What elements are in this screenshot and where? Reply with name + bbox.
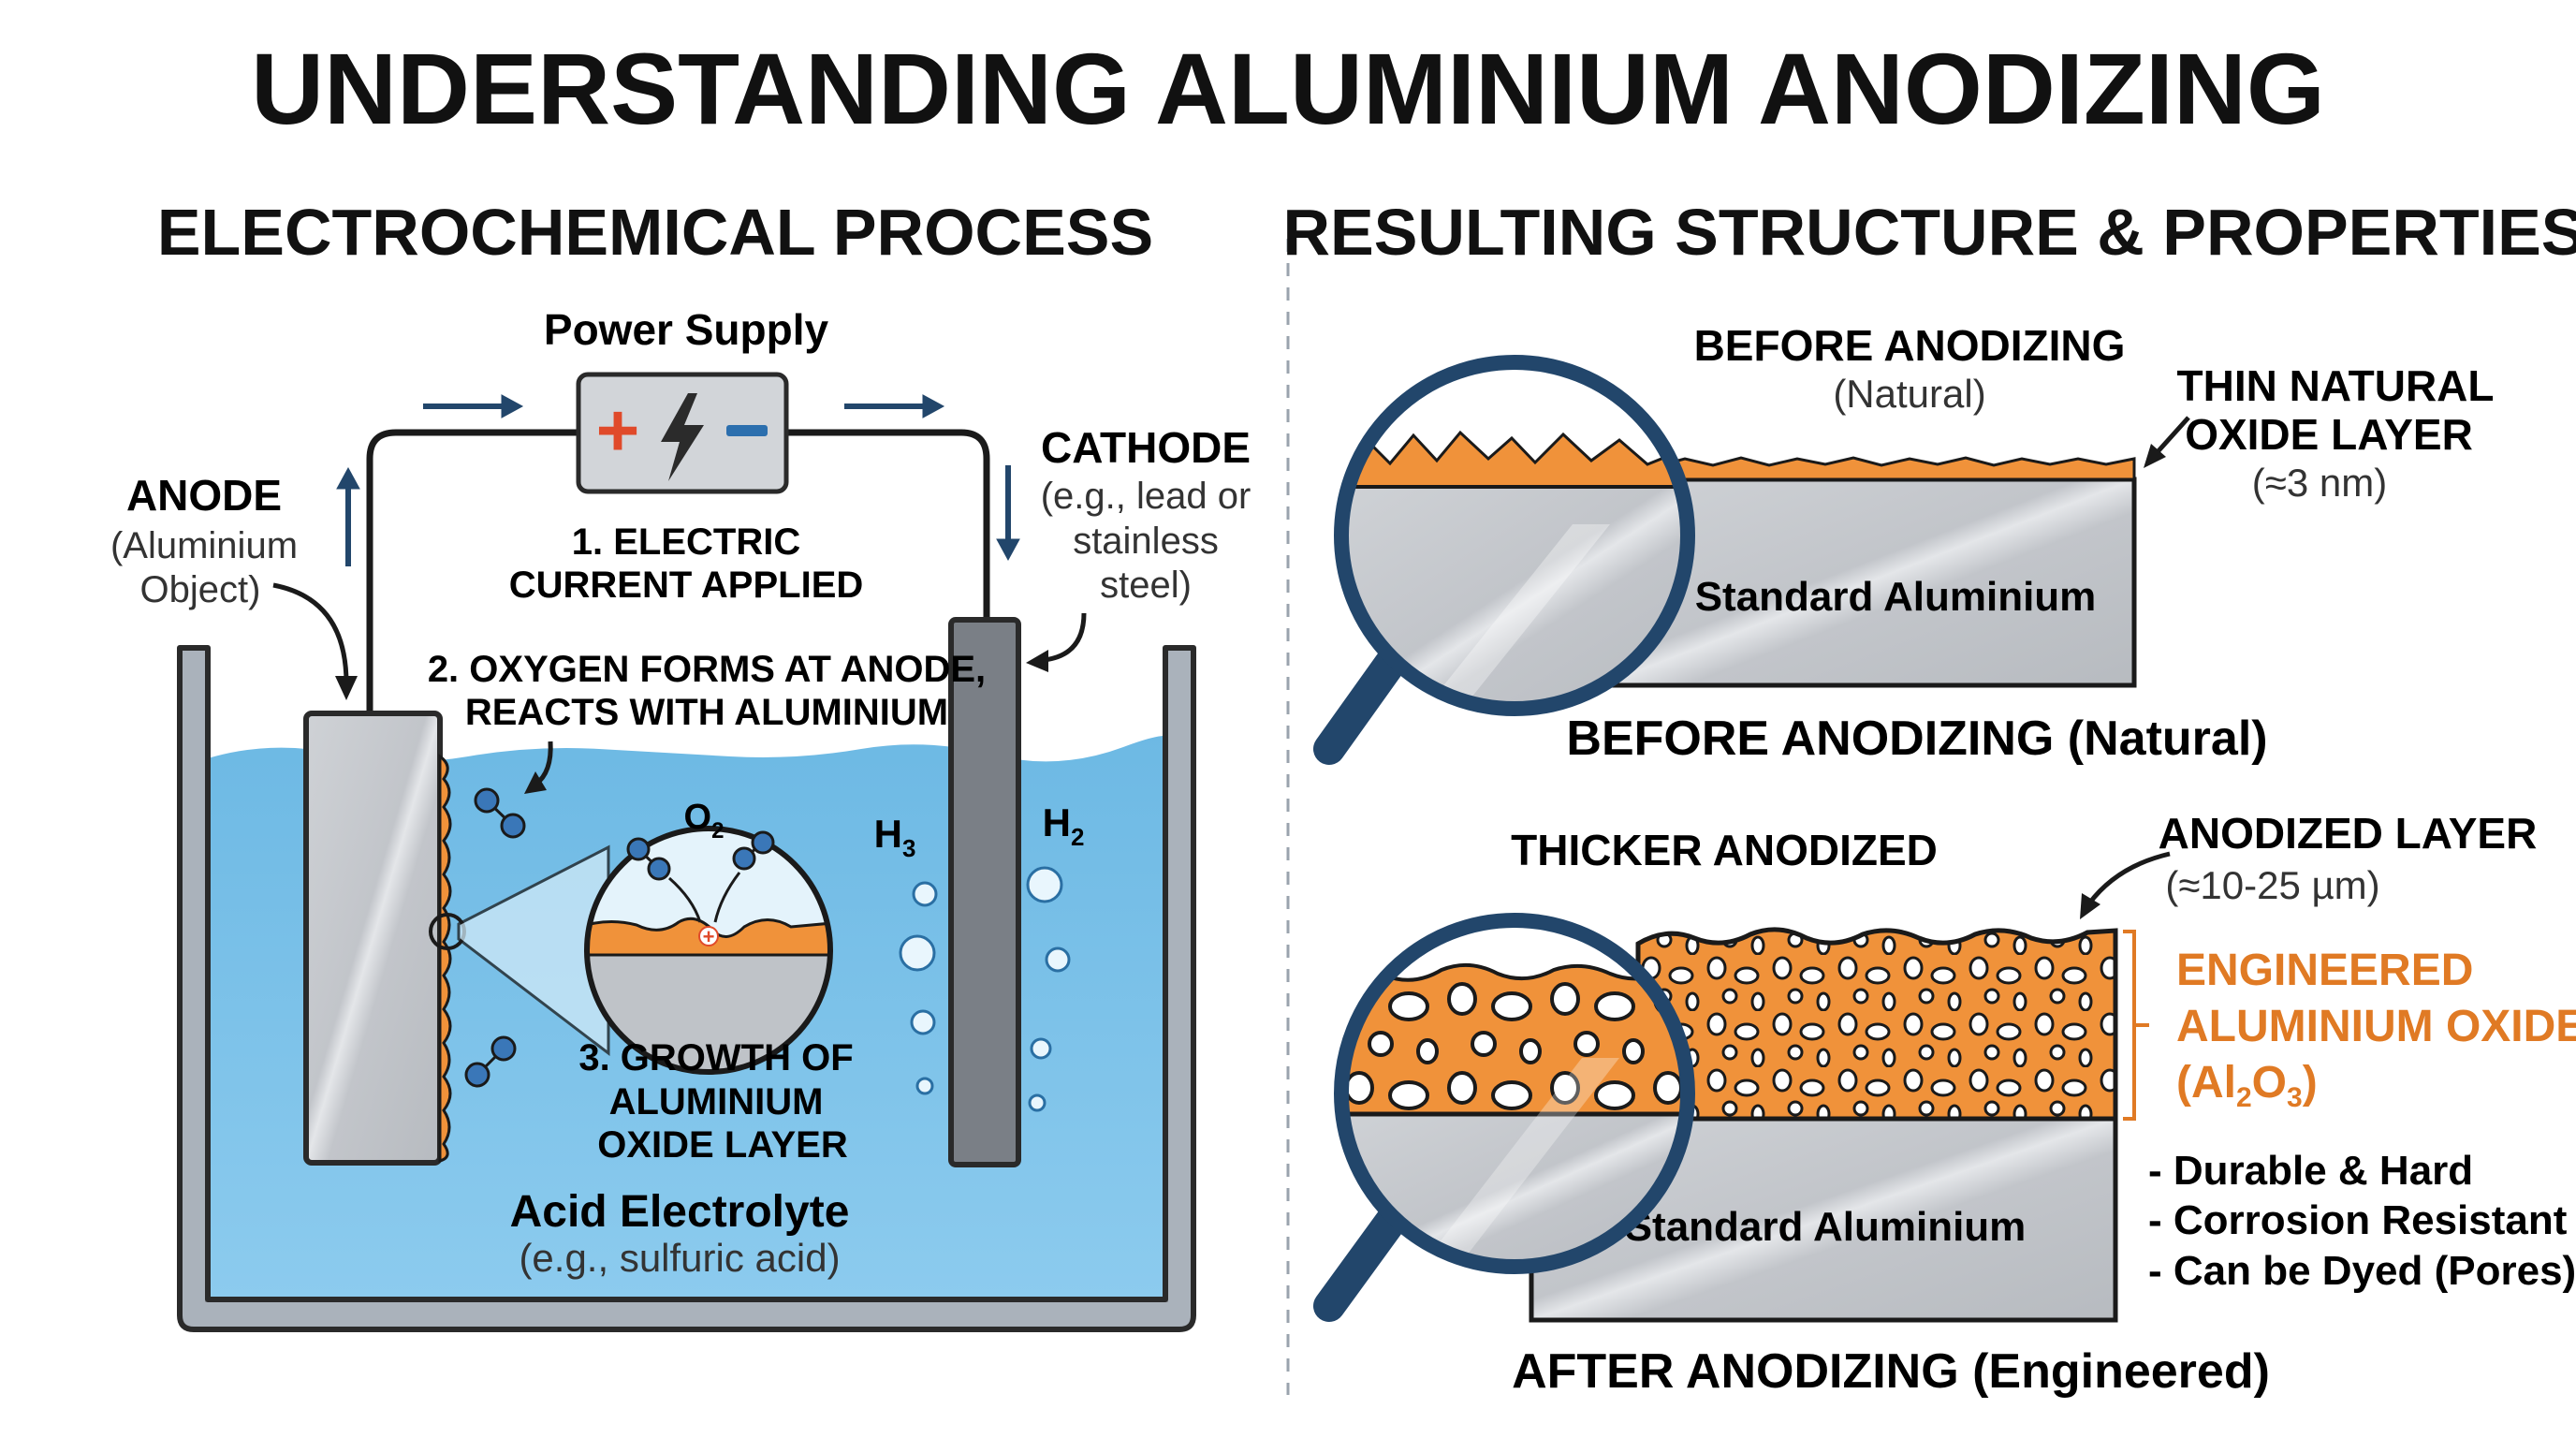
cathode-pointer-arrowhead <box>1026 650 1048 672</box>
cathode-label: CATHODE <box>1041 423 1251 472</box>
step1-text-line1: 1. ELECTRIC <box>572 521 800 563</box>
anode-pointer-arrow <box>272 582 349 684</box>
before-subtitle: (Natural) <box>1833 372 1985 416</box>
property-item: - Durable & Hard <box>2148 1148 2473 1194</box>
anodized-layer-label: ANODIZED LAYER <box>2159 809 2538 858</box>
zoom-cone <box>457 844 610 1057</box>
step2-pointer-arrowhead <box>524 771 547 794</box>
cathode-sub3: steel) <box>1100 565 1192 606</box>
after-caption: AFTER ANODIZING (Engineered) <box>1512 1344 2270 1399</box>
anode-sub2: Object) <box>140 569 261 610</box>
anode-label: ANODE <box>126 471 282 520</box>
circuit-wire <box>366 429 990 712</box>
cathode-pointer-arrow <box>1043 612 1087 663</box>
after-metal-label: Standard Aluminium <box>1625 1204 2027 1250</box>
minus-terminal-icon <box>726 425 768 436</box>
thin-oxide-pointer-arrowhead <box>2144 444 2166 468</box>
property-item: - Corrosion Resistant <box>2148 1197 2568 1243</box>
engineered-formula: (Al2O3) <box>2176 1058 2318 1113</box>
anode-pointer-arrowhead <box>335 676 358 700</box>
h3-label: H3 <box>874 812 916 862</box>
plus-terminal-icon: + <box>596 389 640 472</box>
step3-text-line3: OXIDE LAYER <box>597 1124 848 1166</box>
anodized-layer-size: (≈10-25 µm) <box>2165 863 2379 907</box>
left-heading: ELECTROCHEMICAL PROCESS <box>157 196 1153 269</box>
engineered-label2: ALUMINIUM OXIDE <box>2176 1002 2576 1051</box>
step1-text-line2: CURRENT APPLIED <box>509 565 864 606</box>
before-title: BEFORE ANODIZING <box>1694 321 2126 370</box>
anode-plate <box>303 711 443 1166</box>
reaction-arrow <box>713 872 741 923</box>
cathode-sub1: (e.g., lead or <box>1041 476 1251 517</box>
tank-inner-line <box>205 648 1168 1302</box>
after-title: THICKER ANODIZED <box>1511 826 1938 874</box>
current-arrow-icon <box>336 394 1020 566</box>
h2-label: H2 <box>1043 800 1085 851</box>
power-supply-label: Power Supply <box>544 305 829 354</box>
thin-oxide-size: (≈3 nm) <box>2252 461 2387 505</box>
electrolyte-sub: (e.g., sulfuric acid) <box>519 1236 840 1280</box>
oxygen-molecule-icon <box>464 787 526 1088</box>
thin-oxide-label1: THIN NATURAL <box>2177 361 2495 410</box>
engineered-label1: ENGINEERED <box>2176 946 2473 995</box>
thin-oxide-label2: OXIDE LAYER <box>2185 410 2473 459</box>
right-heading: RESULTING STRUCTURE & PROPERTIES <box>1282 196 2576 269</box>
anode-oxide-layer <box>438 754 452 1163</box>
lightning-icon <box>661 393 704 481</box>
step2-text-line1: 2. OXYGEN FORMS AT ANODE, <box>428 649 986 690</box>
main-title: UNDERSTANDING ALUMINIUM ANODIZING <box>251 32 2325 145</box>
tank-wall <box>177 645 1196 1332</box>
magnifier-icon <box>1313 913 1695 1322</box>
anode-sub1: (Aluminium <box>110 525 298 566</box>
step2-text-line2: REACTS WITH ALUMINIUM <box>465 692 948 733</box>
thin-oxide-pointer <box>2153 416 2190 457</box>
aluminium-ion-icon <box>698 926 719 946</box>
o2-label: O2 <box>684 798 724 844</box>
electrolyte-label: Acid Electrolyte <box>510 1187 850 1237</box>
anodized-pointer <box>2087 851 2171 905</box>
aluminium-ion-sign: + <box>703 925 715 948</box>
before-metal-label: Standard Aluminium <box>1695 574 2097 620</box>
reaction-arrow <box>668 876 702 923</box>
after-oxide-layer <box>1635 927 2118 1122</box>
oxide-bracket <box>2123 930 2149 1121</box>
oxygen-molecule-icon <box>626 830 775 881</box>
magnifier-icon <box>1313 355 1695 765</box>
cathode-plate <box>948 617 1021 1167</box>
anodized-pointer-arrowhead <box>2080 893 2100 919</box>
before-caption: BEFORE ANODIZING (Natural) <box>1566 712 2267 766</box>
property-item: - Can be Dyed (Pores) <box>2148 1248 2576 1294</box>
cathode-sub2: stainless <box>1073 521 1219 562</box>
step3-text-line2: ALUMINIUM <box>609 1081 824 1123</box>
bubble-icon <box>899 866 1071 1112</box>
step3-text-line1: 3. GROWTH OF <box>578 1037 853 1078</box>
